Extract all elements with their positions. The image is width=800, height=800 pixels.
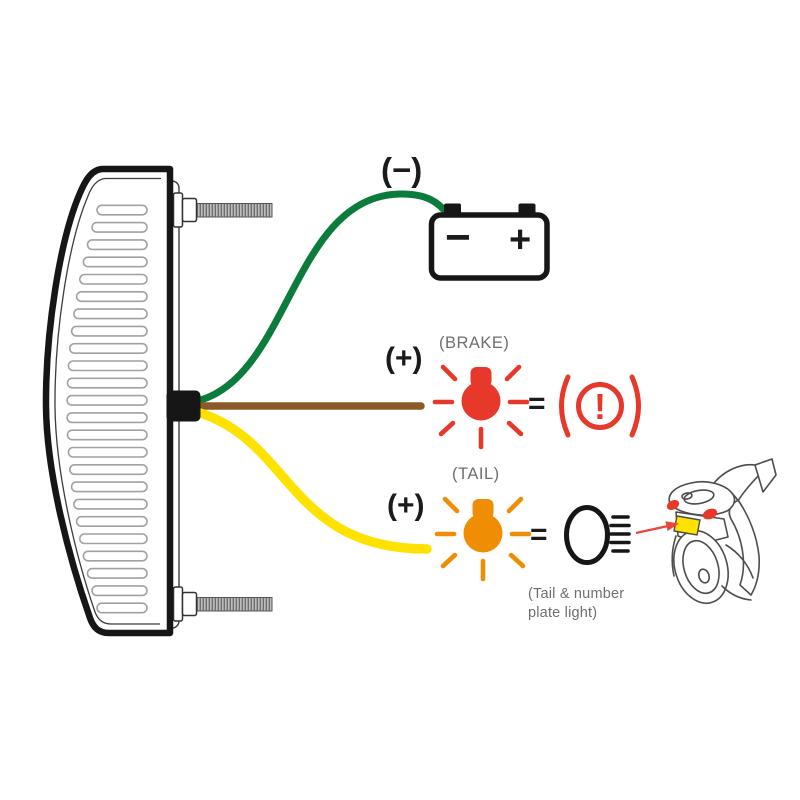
tail-bulb-icon: [434, 496, 532, 582]
brake-bulb-icon: [432, 364, 530, 450]
moto-number-plate: [673, 515, 701, 536]
ground-wire-green: [193, 190, 452, 405]
moto-left-tail-lamp: [666, 499, 680, 511]
moto-right-tail-lamp: [702, 508, 718, 520]
brake-equals-sign: =: [528, 387, 546, 420]
motorcycle-illustration: [668, 458, 777, 604]
brake-warning-icon: !: [559, 374, 641, 438]
tail-wire-yellow: [192, 407, 432, 554]
tail-positive-label: (+): [387, 489, 425, 522]
warning-exclamation: !: [594, 386, 606, 427]
wire-connector: [166, 390, 201, 422]
brake-positive-label: (+): [385, 342, 423, 375]
tail-wire-label: (TAIL): [452, 465, 500, 483]
top-bolt-icon: [172, 192, 273, 228]
bottom-bolt-icon: [172, 586, 273, 622]
pointer-arrow-icon: [635, 521, 679, 535]
battery-icon: [428, 203, 550, 281]
battery-minus-symbol: −: [445, 213, 471, 262]
lens-inner-line: [54, 177, 161, 625]
tail-lamp-beam-icon: [564, 505, 631, 565]
battery-plus-symbol: +: [509, 219, 532, 261]
battery-negative-label: (−): [381, 151, 423, 188]
tail-equals-sign: =: [530, 518, 548, 551]
vent-slots: [66, 204, 148, 614]
tail-caption: (Tail & number plate light): [528, 586, 625, 621]
tail-light-unit: [42, 165, 273, 637]
brake-wire-label: (BRAKE): [439, 334, 510, 352]
